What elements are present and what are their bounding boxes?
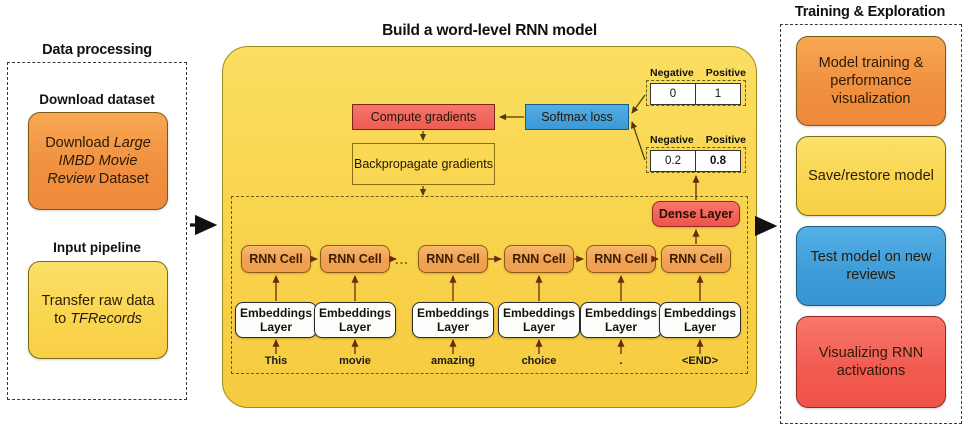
- embeddings-layer-2[interactable]: Embeddings Layer: [412, 302, 494, 338]
- download-dataset-title: Download dataset: [39, 92, 155, 107]
- softmax-loss-box[interactable]: Softmax loss: [525, 104, 629, 130]
- rnn-cell-5[interactable]: RNN Cell: [661, 245, 731, 273]
- test-model-card[interactable]: Test model on new reviews: [796, 226, 946, 306]
- data-processing-group: [7, 62, 187, 400]
- softmax-loss-label: Softmax loss: [541, 109, 613, 124]
- save-restore-card[interactable]: Save/restore model: [796, 136, 946, 216]
- embeddings-layer-3[interactable]: Embeddings Layer: [498, 302, 580, 338]
- embeddings-layer-label: Embeddings Layer: [416, 305, 489, 334]
- predictions-table-group: Negative Positive: [648, 134, 748, 146]
- rnn-cell-label: RNN Cell: [426, 252, 480, 266]
- input-word-5: <END>: [681, 355, 719, 367]
- compute-gradients-label: Compute gradients: [370, 109, 477, 124]
- rnn-cell-label: RNN Cell: [328, 252, 382, 266]
- embeddings-layer-label: Embeddings Layer: [663, 305, 736, 334]
- predictions-table[interactable]: 0.2 0.8: [650, 150, 741, 172]
- labels-table[interactable]: 0 1: [650, 83, 741, 105]
- visualizing-activations-label: Visualizing RNN activations: [818, 344, 924, 379]
- labels-negative-header: Negative: [650, 67, 694, 79]
- rnn-chain-group: [231, 196, 748, 374]
- rnn-cell-3[interactable]: RNN Cell: [504, 245, 574, 273]
- predictions-positive-value: 0.8: [695, 151, 740, 171]
- rnn-cell-label: RNN Cell: [512, 252, 566, 266]
- embeddings-layer-0[interactable]: Embeddings Layer: [235, 302, 317, 338]
- labels-positive-header: Positive: [705, 67, 746, 79]
- embeddings-layer-label: Embeddings Layer: [502, 305, 575, 334]
- input-word-1: movie: [339, 355, 371, 367]
- embeddings-layer-label: Embeddings Layer: [239, 305, 312, 334]
- dense-layer-label: Dense Layer: [658, 207, 734, 221]
- input-pipeline-card[interactable]: Transfer raw data to TFRecords: [28, 261, 168, 359]
- embeddings-layer-5[interactable]: Embeddings Layer: [659, 302, 741, 338]
- rnn-cell-4[interactable]: RNN Cell: [586, 245, 656, 273]
- right-panel-caption: Training & Exploration: [794, 4, 946, 20]
- save-restore-label: Save/restore model: [808, 167, 934, 184]
- model-training-label: Model training & performance visualizati…: [818, 54, 924, 108]
- rnn-cell-2[interactable]: RNN Cell: [418, 245, 488, 273]
- center-panel-caption: Build a word-level RNN model: [382, 22, 597, 39]
- download-dataset-card[interactable]: Download Large IMBD Movie Review Dataset: [28, 112, 168, 210]
- download-dataset-label: Download Large IMBD Movie Review Dataset: [45, 134, 151, 188]
- rnn-cell-label: RNN Cell: [249, 252, 303, 266]
- input-word-3: choice: [521, 355, 557, 367]
- predictions-table-dashed: [646, 147, 746, 173]
- rnn-cell-1[interactable]: RNN Cell: [320, 245, 390, 273]
- input-pipeline-title: Input pipeline: [53, 240, 141, 255]
- predictions-negative-value: 0.2: [665, 155, 681, 167]
- input-word-0: This: [264, 355, 288, 367]
- labels-negative-value: 0: [669, 88, 677, 100]
- training-exploration-group: [780, 24, 962, 424]
- embeddings-layer-4[interactable]: Embeddings Layer: [580, 302, 662, 338]
- left-panel-caption: Data processing: [42, 42, 152, 58]
- backpropagate-gradients-label: Backpropagate gradients: [354, 156, 493, 171]
- labels-positive-value: 1: [695, 84, 740, 104]
- visualizing-activations-card[interactable]: Visualizing RNN activations: [796, 316, 946, 408]
- rnn-cell-label: RNN Cell: [594, 252, 648, 266]
- compute-gradients-box[interactable]: Compute gradients: [352, 104, 495, 130]
- predictions-negative-header: Negative: [650, 134, 694, 146]
- predictions-positive-header: Positive: [705, 134, 746, 146]
- input-pipeline-label: Transfer raw data to TFRecords: [41, 292, 155, 327]
- embeddings-layer-1[interactable]: Embeddings Layer: [314, 302, 396, 338]
- labels-table-dashed: [646, 80, 746, 106]
- test-model-label: Test model on new reviews: [810, 248, 932, 283]
- input-word-4: .: [619, 355, 623, 367]
- rnn-chain-ellipsis: ...: [395, 252, 409, 267]
- rnn-cell-label: RNN Cell: [669, 252, 723, 266]
- embeddings-layer-label: Embeddings Layer: [318, 305, 391, 334]
- model-training-card[interactable]: Model training & performance visualizati…: [796, 36, 946, 126]
- backpropagate-gradients-box[interactable]: Backpropagate gradients: [352, 143, 495, 185]
- dense-layer-box[interactable]: Dense Layer: [652, 201, 740, 227]
- embeddings-layer-label: Embeddings Layer: [584, 305, 657, 334]
- input-word-2: amazing: [430, 355, 475, 367]
- rnn-cell-0[interactable]: RNN Cell: [241, 245, 311, 273]
- labels-table-group: Negative Positive: [648, 67, 748, 79]
